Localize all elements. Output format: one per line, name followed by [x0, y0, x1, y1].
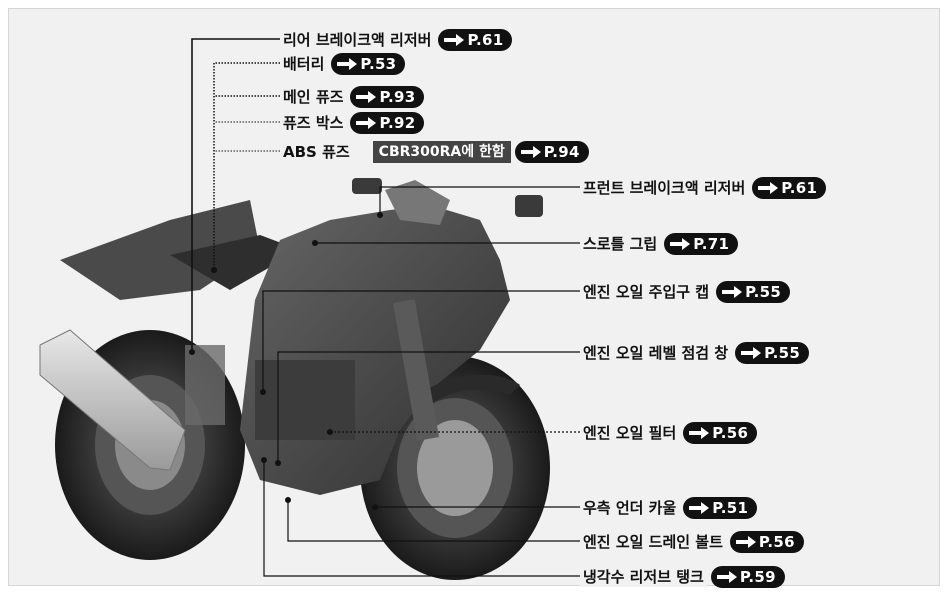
- label-oil-level-window: 엔진 오일 레벨 점검 창 P.55: [580, 342, 810, 364]
- mirror-right: [515, 195, 543, 217]
- page-ref-badge[interactable]: P.55: [716, 281, 791, 303]
- label-oil-drain-bolt: 엔진 오일 드레인 볼트 P.56: [580, 531, 804, 553]
- arrow-right-icon: [356, 91, 377, 103]
- label-main-fuse: 메인 퓨즈 P.93: [280, 86, 425, 108]
- page-ref-badge[interactable]: P.94: [514, 141, 589, 163]
- page-ref-badge[interactable]: P.61: [438, 29, 513, 51]
- model-badge: CBR300RA에 한함: [372, 141, 511, 163]
- label-throttle-grip: 스로틀 그립 P.71: [580, 233, 739, 255]
- label-fuse-box: 퓨즈 박스 P.92: [280, 112, 425, 134]
- arrow-right-icon: [758, 182, 779, 194]
- front-fender: [420, 374, 520, 405]
- muffler: [39, 329, 186, 471]
- arrow-right-icon: [722, 286, 743, 298]
- windscreen: [385, 180, 450, 225]
- rear-frame: [185, 345, 225, 425]
- label-coolant-reservoir: 냉각수 리저브 탱크 P.59: [580, 566, 785, 588]
- label-rear-brake-reservoir: 리어 브레이크액 리저버 P.61: [280, 29, 513, 51]
- arrow-right-icon: [444, 34, 465, 46]
- page-ref-badge[interactable]: P.71: [664, 233, 739, 255]
- front-disc: [417, 420, 493, 516]
- page-ref-badge[interactable]: P.61: [752, 177, 827, 199]
- label-battery: 배터리 P.53: [280, 53, 406, 75]
- arrow-right-icon: [735, 536, 756, 548]
- label-abs-fuse: ABS 퓨즈 CBR300RA에 한함 P.94: [280, 141, 589, 163]
- page-ref-badge[interactable]: P.93: [350, 86, 425, 108]
- label-oil-filler-cap: 엔진 오일 주입구 캡 P.55: [580, 281, 791, 303]
- label-right-under-cowl: 우측 언더 카울 P.51: [580, 497, 758, 519]
- engine: [255, 360, 355, 440]
- arrow-right-icon: [689, 502, 710, 514]
- page-ref-badge[interactable]: P.53: [331, 53, 406, 75]
- seat: [170, 235, 300, 290]
- label-front-brake-reservoir: 프런트 브레이크액 리저버 P.61: [580, 177, 827, 199]
- arrow-right-icon: [716, 571, 737, 583]
- page-ref-badge[interactable]: P.56: [729, 531, 804, 553]
- front-fork: [393, 299, 439, 441]
- arrow-right-icon: [337, 58, 358, 70]
- mirror-left: [352, 178, 382, 194]
- arrow-right-icon: [670, 238, 691, 250]
- page-ref-badge[interactable]: P.59: [710, 566, 785, 588]
- arrow-right-icon: [356, 117, 377, 129]
- label-oil-filter: 엔진 오일 필터 P.56: [580, 422, 758, 444]
- page-ref-badge[interactable]: P.92: [350, 112, 425, 134]
- page-ref-badge[interactable]: P.55: [735, 342, 810, 364]
- page-ref-badge[interactable]: P.56: [683, 422, 758, 444]
- arrow-right-icon: [741, 347, 762, 359]
- arrow-right-icon: [520, 146, 541, 158]
- arrow-right-icon: [689, 427, 710, 439]
- page-ref-badge[interactable]: P.51: [683, 497, 758, 519]
